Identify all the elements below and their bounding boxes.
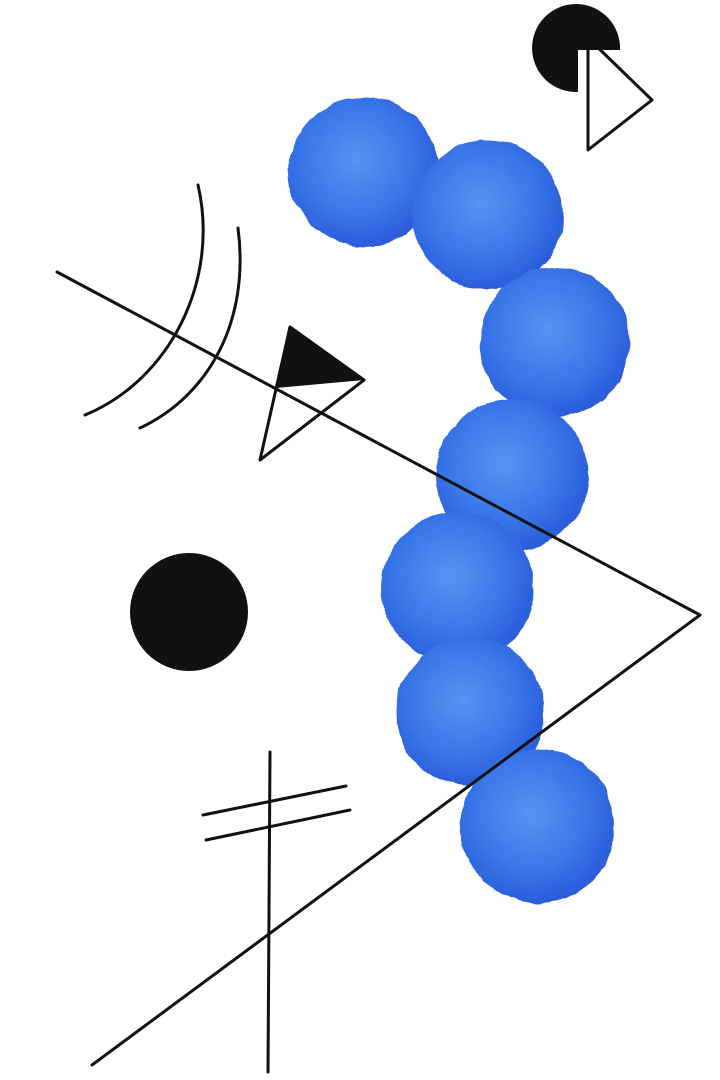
blue-circle-5 [382,512,534,664]
crossbar-bottom [204,808,352,842]
crossbar-top [201,784,348,817]
blue-circle-2 [413,140,563,290]
blue-circle-1 [289,97,439,247]
filled-triangle [276,327,364,388]
ink-layer [55,4,702,1074]
large-black-circle [130,553,248,671]
blue-circle-4 [436,399,588,551]
vertical-line [266,750,272,1074]
outline-triangle-top [586,36,654,152]
chevron-line [55,270,702,1067]
small-black-circle-top [532,4,621,93]
blue-circle-6 [396,638,544,786]
arc-outer [138,226,242,430]
outline-triangle-middle [258,325,366,462]
blue-circle-3 [480,267,630,417]
arc-inner [83,183,205,417]
blue-circle-7 [461,749,615,903]
blue-watercolor-circle-chain [289,97,630,903]
